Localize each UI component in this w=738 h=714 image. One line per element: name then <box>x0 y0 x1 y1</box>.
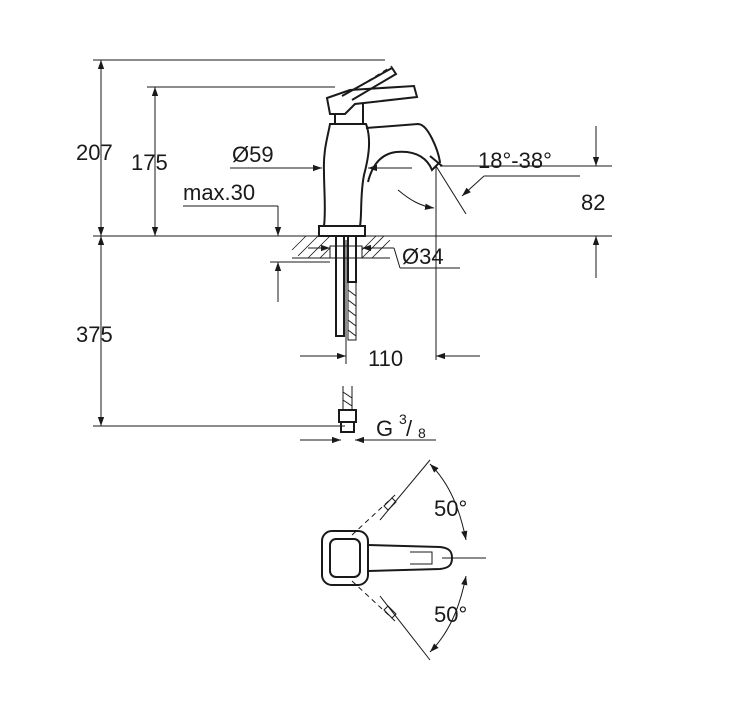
angle-sweep-arc <box>397 189 435 210</box>
lever-raised-outline <box>341 66 398 101</box>
top-view-spout <box>367 544 454 572</box>
rotation-ext-up <box>379 459 431 521</box>
rotation-arc-down <box>429 575 468 653</box>
hose-braid-upper <box>347 289 357 337</box>
dim-label-thread: G <box>376 416 393 441</box>
dim-label-175: 175 <box>131 150 168 175</box>
hose-upper <box>347 282 357 341</box>
shank-rod <box>335 235 345 337</box>
dim-label-34: Ø34 <box>402 244 444 269</box>
thread-fraction-slash: / <box>406 416 413 441</box>
dim34-leader <box>393 247 401 269</box>
faucet-body <box>322 123 371 227</box>
dim-label-rotation-up: 50° <box>434 496 467 521</box>
faucet-top-view <box>321 459 486 661</box>
faucet-base <box>318 225 366 237</box>
spout-tip <box>429 155 443 167</box>
top-view-handle-inner <box>329 538 361 578</box>
top-view-handle-outer <box>321 530 369 586</box>
rotated-lever-up <box>383 497 397 511</box>
dim-label-thread-numerator: 3 <box>399 411 407 427</box>
dim-label-thread-denominator: 8 <box>418 425 426 441</box>
shank-and-hose <box>335 235 357 433</box>
top-view-spout-detail <box>410 551 433 565</box>
faucet-side-view <box>318 65 485 360</box>
hose-thread-end <box>340 421 355 433</box>
countertop-section <box>291 235 391 259</box>
hose-fitting <box>338 409 357 423</box>
rotated-lever-down <box>383 605 397 619</box>
dim-label-375: 375 <box>76 322 113 347</box>
hose-lower <box>342 386 353 411</box>
dim-label-207: 207 <box>76 140 113 165</box>
dim-label-max30: max.30 <box>183 180 255 205</box>
lever-raised-dash <box>359 65 393 87</box>
lever-handle <box>325 84 419 115</box>
dim-label-82: 82 <box>581 190 605 215</box>
dim-label-rotation-down: 50° <box>434 602 467 627</box>
faucet-spout <box>365 122 442 183</box>
rotation-arc-up <box>429 463 468 541</box>
hose-braid-lower <box>342 391 353 407</box>
rotation-ext-down <box>379 595 431 661</box>
hose-connector <box>347 235 357 283</box>
dim-label-59: Ø59 <box>232 142 274 167</box>
spout-angle-line <box>435 165 467 215</box>
angle-leader <box>461 175 485 197</box>
dim-label-110: 110 <box>368 346 403 371</box>
dim-label-angle: 18°-38° <box>478 148 552 173</box>
